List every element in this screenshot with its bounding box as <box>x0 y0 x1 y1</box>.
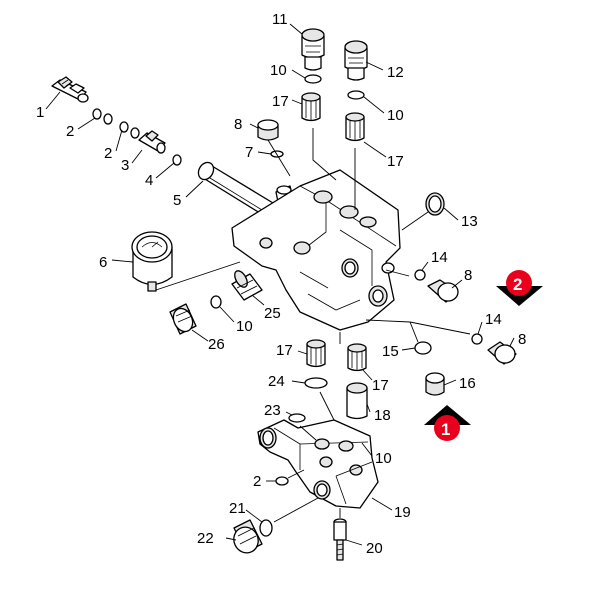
part-21-oring <box>259 519 273 537</box>
part-4-oring <box>172 154 182 166</box>
callout-20: 20 <box>366 540 383 557</box>
callout-23: 23 <box>264 402 281 419</box>
part-8-plug-lower <box>487 341 517 365</box>
part-2-oring-lower <box>275 476 289 486</box>
part-24-oring <box>304 377 328 389</box>
part-10-oring-top-left <box>304 74 322 84</box>
callout-22: 22 <box>197 530 214 547</box>
callout-5: 5 <box>173 192 181 209</box>
callout-10: 10 <box>375 450 392 467</box>
callout-3: 3 <box>121 157 129 174</box>
part-12-valve-cap <box>344 40 368 81</box>
part-10-oring-top-right <box>347 90 365 100</box>
callout-8: 8 <box>234 116 242 133</box>
part-17-valve-lower-left <box>306 339 326 368</box>
callout-26: 26 <box>208 336 225 353</box>
part-20-bolt <box>333 518 347 561</box>
part-10-oring-mid <box>210 295 222 309</box>
callout-12: 12 <box>387 64 404 81</box>
part-11-valve-cap <box>301 28 325 71</box>
part-17-valve-lower-right <box>347 343 367 372</box>
part-6-pressure-gauge <box>131 231 173 292</box>
part-18-sleeve <box>346 382 368 420</box>
part-13-plug <box>425 192 445 216</box>
callout-4: 4 <box>145 172 153 189</box>
callout-18: 18 <box>374 407 391 424</box>
leader-lines <box>45 23 515 546</box>
callout-21: 21 <box>229 500 246 517</box>
part-22-plug <box>233 519 263 554</box>
callout-2: 2 <box>66 123 74 140</box>
callout-24: 24 <box>268 373 285 390</box>
callout-17: 17 <box>387 153 404 170</box>
part-17-valve-top-left <box>301 92 321 122</box>
callout-19: 19 <box>394 504 411 521</box>
callout-11: 11 <box>272 11 288 28</box>
marker-2-label: 2 <box>513 275 522 294</box>
callout-16: 16 <box>459 375 476 392</box>
part-25-valve <box>231 270 263 301</box>
part-8-plug-top <box>257 119 279 141</box>
marker-2-down: 2 <box>496 270 543 306</box>
part-14-oring-lower <box>471 333 483 345</box>
callout-17: 17 <box>372 377 389 394</box>
callout-8: 8 <box>518 331 526 348</box>
part-16-plug <box>425 372 445 396</box>
callout-15: 15 <box>382 343 399 360</box>
callout-1: 1 <box>36 104 44 121</box>
callout-17: 17 <box>276 342 293 359</box>
callout-14: 14 <box>431 249 448 266</box>
callout-7: 7 <box>245 144 253 161</box>
callout-17: 17 <box>272 93 289 110</box>
marker-1-label: 1 <box>441 420 450 439</box>
part-15-oring <box>414 341 432 355</box>
part-19-lower-housing <box>257 419 379 509</box>
part-26-plug <box>169 303 197 335</box>
pump-head-body <box>231 169 401 331</box>
part-3-nipple <box>138 130 166 154</box>
callout-10: 10 <box>236 318 253 335</box>
callout-2: 2 <box>104 145 112 162</box>
callout-2: 2 <box>253 473 261 490</box>
callout-8: 8 <box>464 267 472 284</box>
callout-13: 13 <box>461 213 478 230</box>
callout-10: 10 <box>387 107 404 124</box>
part-17-valve-top-right <box>345 112 365 142</box>
part-14-oring-upper <box>414 269 426 281</box>
callout-6: 6 <box>99 254 107 271</box>
marker-1-up: 1 <box>424 405 471 441</box>
part-8-plug-upper <box>427 279 459 303</box>
callout-14: 14 <box>485 311 502 328</box>
callout-10: 10 <box>270 62 287 79</box>
callout-25: 25 <box>264 305 281 322</box>
callout-labels: 1 2 2 2 3 4 5 6 7 8 8 8 10 10 10 10 11 1… <box>36 11 526 557</box>
part-2-orings-upper <box>92 108 140 139</box>
part-1-coupling <box>51 76 89 103</box>
part-23-oring <box>288 413 306 423</box>
